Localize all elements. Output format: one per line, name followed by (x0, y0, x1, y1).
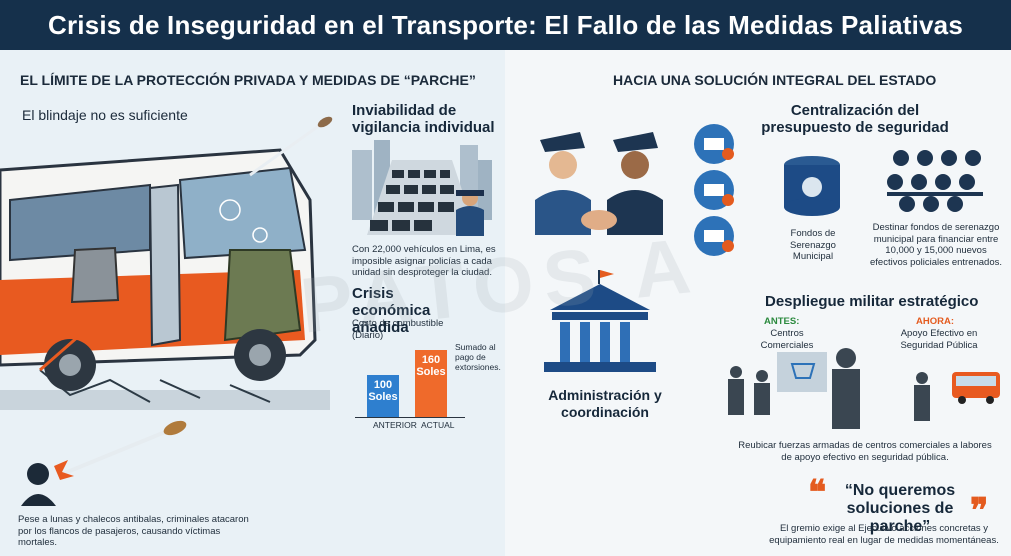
chart-value-label-actual: 160 Soles (416, 354, 446, 379)
economic-note: Sumado al pago de extorsiones. (455, 342, 501, 372)
after-text: Apoyo Efectivo en Seguridad Pública (900, 328, 978, 351)
police-group-icon (887, 150, 983, 212)
fund-text: Destinar fondos de serenazgo municipal p… (869, 222, 1003, 268)
title-bar: Crisis de Inseguridad en el Transporte: … (0, 0, 1011, 50)
fuel-bar-chart: 100 Soles 160 Soles ANTERIOR ACTUAL (355, 340, 465, 430)
fund-drum-icon (784, 156, 840, 216)
officers-handshake-illustration (535, 132, 663, 235)
chart-category-anterior: ANTERIOR (373, 420, 417, 430)
victims-text: Pese a lunas y chalecos antibalas, crimi… (18, 514, 249, 548)
armor-title: El blindaje no es suficiente (22, 107, 188, 123)
fund-label: Fondos de Serenazgo Municipal (790, 228, 836, 262)
before-text: Centros Comerciales (760, 328, 814, 351)
left-section-header: EL LÍMITE DE LA PROTECCIÓN PRIVADA Y MED… (20, 72, 476, 88)
budget-coins-icons (694, 124, 734, 256)
page-title: Crisis de Inseguridad en el Transporte: … (48, 9, 963, 40)
economic-subtitle: Costo de combustible (Diario) (352, 318, 444, 341)
surveillance-text: Con 22,000 vehículos en Lima, es imposib… (352, 244, 496, 278)
before-label: ANTES: (764, 316, 800, 327)
chart-category-actual: ACTUAL (421, 420, 455, 430)
quote-open-icon: ❝ (808, 474, 827, 512)
bus-illustration (0, 116, 333, 410)
chart-bar-actual (415, 350, 447, 417)
right-section-header: HACIA UNA SOLUCIÓN INTEGRAL DEL ESTADO (613, 72, 937, 88)
government-building-icon (544, 270, 656, 372)
chart-value-label-anterior: 100 Soles (368, 379, 398, 404)
military-text: Reubicar fuerzas armadas de centros come… (738, 440, 992, 463)
surveillance-title: Inviabilidad de vigilancia individual (352, 102, 495, 136)
bullet-trail (59, 420, 187, 477)
quote-text: El gremio exige al Ejecutivo acciones co… (769, 523, 999, 546)
economic-title: Crisis económica añadida (352, 285, 431, 336)
traffic-illustration (352, 140, 492, 236)
quote: “No queremos soluciones de parche” (844, 482, 956, 535)
chart-bar-anterior (367, 375, 399, 417)
quote-close-icon: ❞ (970, 492, 989, 530)
admin-title: Administración y coordinación (548, 387, 662, 420)
military-title: Despliegue militar estratégico (765, 293, 979, 310)
victim-icon (21, 460, 74, 506)
soldiers-illustration (728, 348, 1000, 429)
after-label: AHORA: (916, 316, 954, 327)
budget-title: Centralización del presupuesto de seguri… (761, 102, 949, 136)
chart-baseline (355, 417, 465, 418)
